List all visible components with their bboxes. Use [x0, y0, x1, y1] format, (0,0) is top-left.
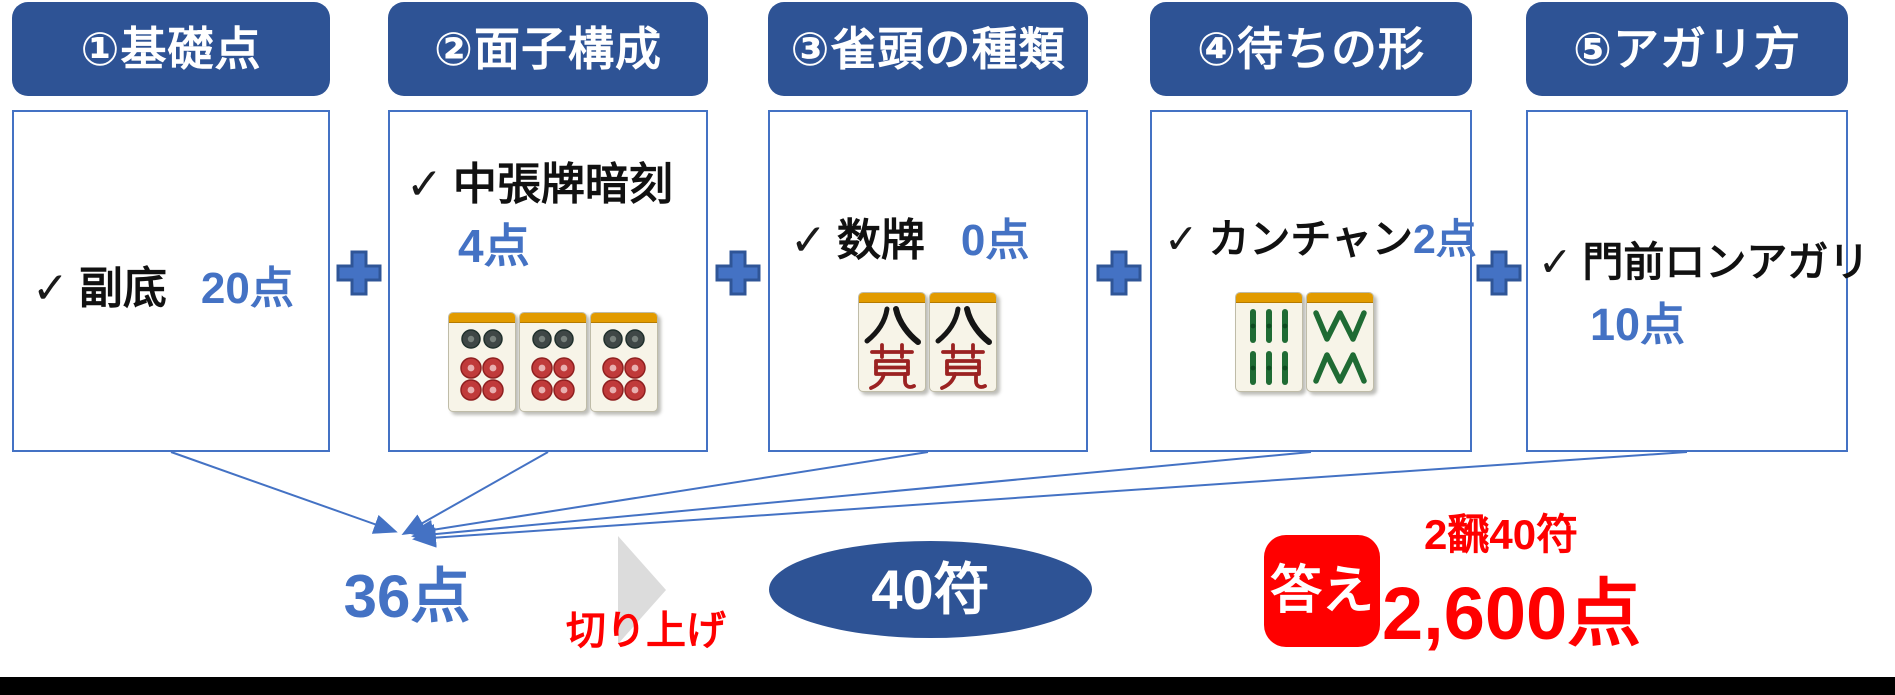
mahjong-tile-6pin [590, 312, 658, 412]
tile-group-triplet [448, 312, 658, 412]
check-icon: ✓ [1538, 239, 1573, 285]
step-header: ④待ちの形 [1150, 2, 1472, 96]
fu-total-ellipse: 40符 [769, 541, 1092, 638]
rule-points: 2点 [1412, 216, 1477, 262]
step-body: ✓門前ロンアガリ 10点 [1526, 110, 1869, 452]
rule-line: ✓副底 20点 [32, 252, 294, 316]
tile-group-wait [1235, 292, 1374, 392]
mahjong-tile-8sou [1306, 292, 1374, 392]
rule-line: ✓数牌 0点 [790, 204, 1029, 268]
step-body: ✓副底 20点 [12, 110, 330, 452]
step-body: ✓数牌 0点 [768, 110, 1088, 452]
tile-band [449, 313, 515, 323]
step-title: ③雀頭の種類 [790, 23, 1066, 75]
rule-label: カンチャン [1208, 216, 1413, 262]
step-title: ①基礎点 [80, 23, 262, 75]
rule-label: 副底 [78, 264, 167, 313]
han-fu-label: 2飜40符 [1424, 511, 1579, 558]
rule-label: 数牌 [836, 216, 925, 265]
tile-group-pair [858, 292, 997, 392]
roundup-arrow-icon [618, 536, 666, 644]
sum-points: 36点 [343, 563, 471, 630]
roundup-label: 切り上げ [566, 609, 726, 653]
mahjong-tile-6pin [448, 312, 516, 412]
tile-band [520, 313, 586, 323]
rule-points-line: 10点 [1590, 288, 1685, 353]
check-icon: ✓ [1164, 216, 1199, 262]
plus-icon [712, 247, 764, 299]
check-icon: ✓ [32, 264, 69, 313]
step-body: ✓中張牌暗刻 4点 [388, 110, 708, 452]
rule-label: 門前ロンアガリ [1582, 239, 1870, 285]
step-body: ✓カンチャン2点 [1150, 110, 1477, 452]
plus-icon [1093, 247, 1145, 299]
tile-band [1307, 293, 1373, 303]
rule-points: 4点 [458, 220, 530, 272]
rule-line: ✓中張牌暗刻 [406, 148, 673, 212]
mahjong-tile-8man [858, 292, 926, 392]
step-header: ①基礎点 [12, 2, 330, 96]
check-icon: ✓ [790, 216, 827, 265]
plus-icon [1473, 247, 1525, 299]
rule-points-line: 4点 [458, 210, 530, 276]
rule-points: 10点 [1590, 299, 1686, 350]
rule-line: ✓カンチャン2点 [1164, 205, 1477, 265]
step-header: ③雀頭の種類 [768, 2, 1088, 96]
rule-points: 0点 [960, 216, 1030, 265]
step-title: ②面子構成 [434, 23, 662, 75]
tile-band [1236, 293, 1302, 303]
plus-icon [333, 247, 385, 299]
tile-band [591, 313, 657, 323]
final-score: 2,600点 [1382, 572, 1642, 655]
answer-badge: 答え [1264, 535, 1380, 647]
rule-label: 中張牌暗刻 [452, 160, 673, 209]
mahjong-tile-8man [929, 292, 997, 392]
check-icon: ✓ [406, 160, 443, 209]
bottom-black-bar [0, 677, 1895, 695]
tile-band [859, 293, 925, 303]
step-title: ④待ちの形 [1197, 23, 1425, 75]
rule-line: ✓門前ロンアガリ [1538, 228, 1869, 288]
tile-band [930, 293, 996, 303]
rule-points: 20点 [200, 264, 294, 313]
step-header: ⑤アガリ方 [1526, 2, 1848, 96]
mahjong-tile-6pin [519, 312, 587, 412]
step-title: ⑤アガリ方 [1573, 23, 1801, 75]
step-header: ②面子構成 [388, 2, 708, 96]
mahjong-tile-6sou [1235, 292, 1303, 392]
